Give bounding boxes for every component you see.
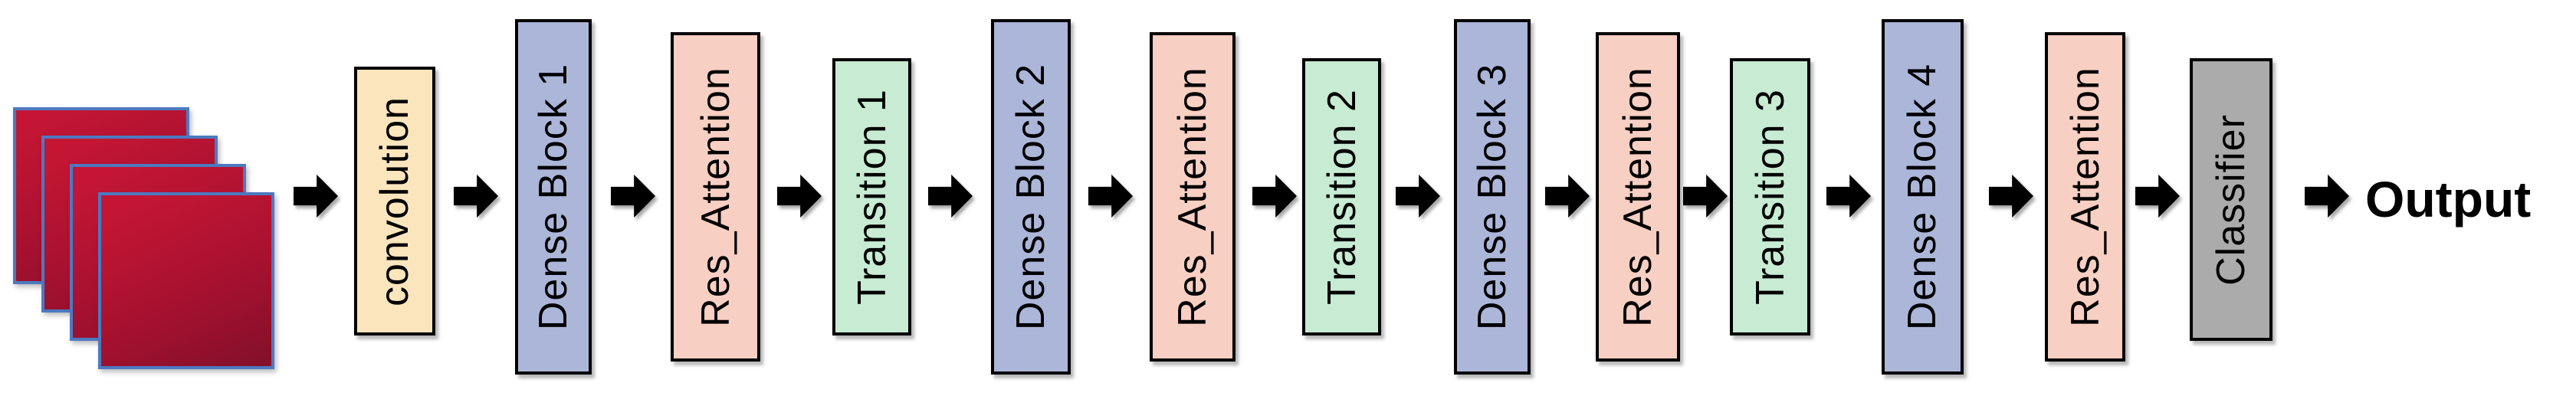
stage-label: Dense Block 3 [1470, 63, 1515, 331]
stage-label: Transition 3 [1747, 89, 1793, 305]
stage-label: Transition 2 [1319, 89, 1364, 305]
arrow-right-icon [454, 172, 498, 221]
stage-label: Classifier [2209, 113, 2254, 286]
arrow-right-icon [294, 172, 338, 221]
stage-label: Dense Block 4 [1900, 63, 1945, 331]
stage-label: Res_Attention [1616, 67, 1660, 327]
arrow-right-icon [1989, 172, 2033, 221]
stage-label: Transition 1 [849, 89, 894, 305]
stage-label: Res_Attention [1170, 67, 1215, 327]
stage-transition-2: Transition 2 [1302, 58, 1381, 335]
stage-label: convolution [372, 96, 418, 306]
stage-dense-block-3: Dense Block 3 [1454, 19, 1531, 375]
stage-res-attention-4: Res_Attention [2045, 32, 2125, 362]
output-label: Output [2365, 171, 2532, 227]
stage-label: Dense Block 1 [531, 63, 576, 331]
arrow-right-icon [1826, 172, 1871, 221]
stage-res-attention-1: Res_Attention [671, 32, 760, 362]
arrow-right-icon [2305, 172, 2349, 221]
arrow-right-icon [1683, 172, 1728, 221]
stage-classifier: Classifier [2190, 58, 2272, 341]
arrow-right-icon [1088, 172, 1133, 221]
stage-dense-block-4: Dense Block 4 [1882, 19, 1964, 375]
stage-label: Dense Block 2 [1009, 63, 1054, 331]
arrow-right-icon [1545, 172, 1590, 221]
arrow-right-icon [777, 172, 822, 221]
stage-dense-block-1: Dense Block 1 [515, 19, 592, 375]
arrow-right-icon [2135, 172, 2180, 221]
arrow-right-icon [1396, 172, 1440, 221]
arrow-right-icon [1252, 172, 1297, 221]
arrow-right-icon [928, 172, 973, 221]
stage-label: Res_Attention [693, 67, 738, 327]
stage-res-attention-2: Res_Attention [1150, 32, 1235, 362]
stage-transition-3: Transition 3 [1730, 58, 1810, 335]
stage-convolution: convolution [354, 67, 435, 335]
stage-res-attention-3: Res_Attention [1596, 32, 1680, 362]
arrow-right-icon [611, 172, 655, 221]
stage-transition-1: Transition 1 [832, 58, 911, 335]
input-image-layer [98, 192, 274, 369]
stage-dense-block-2: Dense Block 2 [991, 19, 1071, 375]
stage-label: Res_Attention [2062, 67, 2108, 327]
